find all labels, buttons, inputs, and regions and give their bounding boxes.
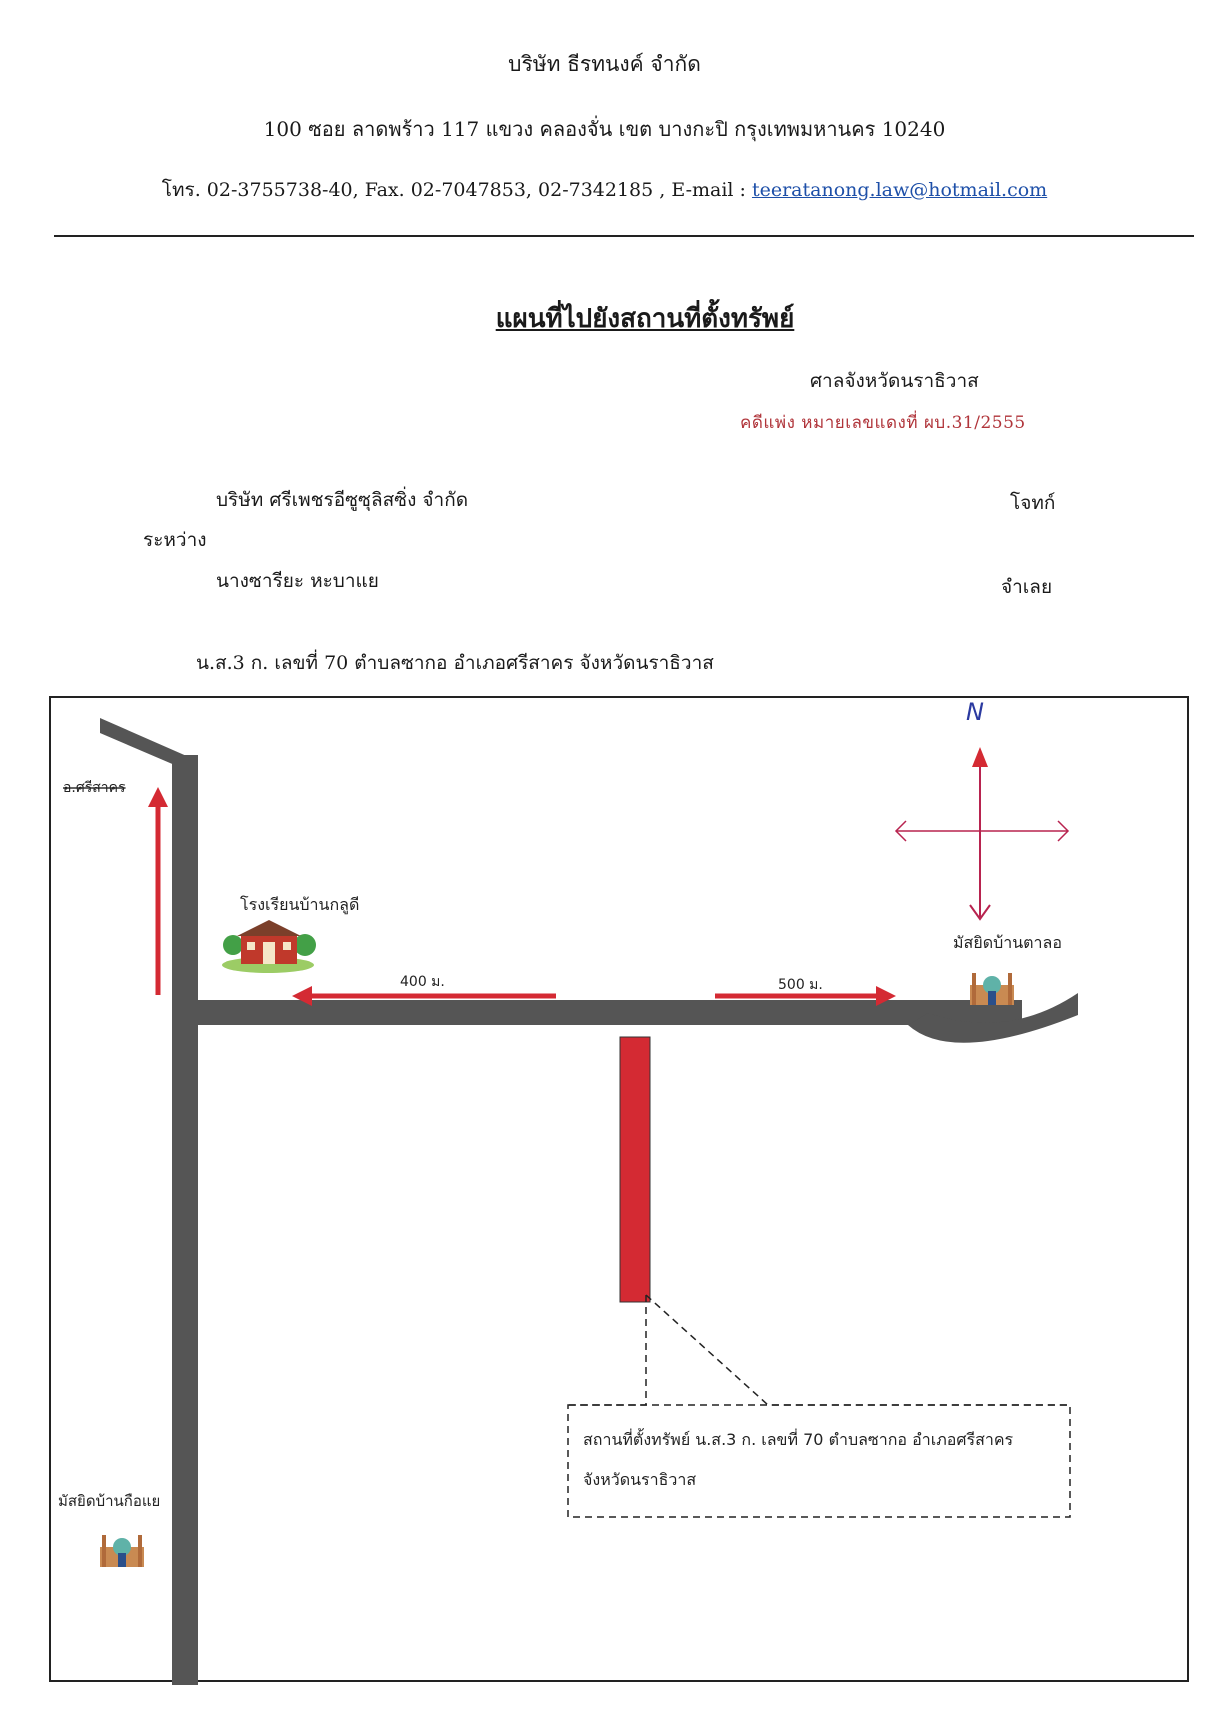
mosque-icon-bottom [100, 1535, 144, 1567]
location-map: 400 ม. 500 ม. N อ.ศรีสาคร โรงเรียนบ้านกล… [49, 696, 1189, 1685]
distance-500: 500 ม. [778, 977, 823, 993]
defendant-role: จำเลย [1001, 576, 1053, 598]
compass-east-head [1057, 820, 1070, 842]
header-divider [54, 235, 1194, 237]
compass-north-label: N [966, 698, 984, 726]
plaintiff-role: โจทก์ [1010, 492, 1056, 514]
label-mosque-kueyae: มัสยิดบ้านกือแย [58, 1492, 160, 1510]
arrow-up-head [148, 787, 168, 807]
contact-text: โทร. 02-3755738-40, Fax. 02-7047853, 02-… [161, 179, 752, 201]
court-name: ศาลจังหวัดนราธิวาส [810, 370, 979, 392]
defendant-name: นางซารียะ หะบาแย [216, 570, 379, 592]
label-srisakhon: อ.ศรีสาคร [63, 780, 126, 796]
email-link[interactable]: teeratanong.law@hotmail.com [751, 179, 1048, 201]
compass-west-head [894, 820, 907, 842]
arrow-right-head [876, 986, 896, 1006]
distance-400: 400 ม. [400, 974, 445, 990]
mosque-icon-right [970, 973, 1014, 1005]
plaintiff-name: บริษัท ศรีเพชรอีซูซุลิสซิ่ง จำกัด [216, 489, 469, 511]
property-callout-line1: สถานที่ตั้งทรัพย์ น.ส.3 ก. เลขที่ 70 ตำบ… [583, 1428, 1014, 1449]
road-vertical [172, 755, 198, 1685]
property-callout-line2: จังหวัดนราธิวาส [583, 1470, 696, 1489]
property-parcel [619, 1036, 651, 1303]
company-address: 100 ซอย ลาดพร้าว 117 แขวง คลองจั่น เขต บ… [263, 117, 946, 141]
arrow-left-head [292, 986, 312, 1006]
label-school: โรงเรียนบ้านกลูดี [240, 895, 359, 915]
document-title: แผนที่ไปยังสถานที่ตั้งทรัพย์ [495, 304, 795, 334]
leader-line-left [568, 1295, 647, 1406]
compass-south-head [969, 904, 991, 921]
leader-line-right [645, 1294, 1070, 1406]
case-number: คดีแพ่ง หมายเลขแดงที่ ผบ.31/2555 [740, 413, 1026, 433]
between-label: ระหว่าง [143, 529, 207, 551]
compass-north-head [972, 747, 988, 767]
company-name: บริษัท ธีรทนงค์ จำกัด [508, 52, 701, 76]
school-icon [222, 920, 316, 973]
company-contact: โทร. 02-3755738-40, Fax. 02-7047853, 02-… [0, 175, 1209, 205]
label-mosque-taloh: มัสยิดบ้านตาลอ [953, 933, 1062, 952]
deed-description: น.ส.3 ก. เลขที่ 70 ตำบลซากอ อำเภอศรีสาคร… [196, 652, 714, 674]
property-callout-box [567, 1404, 1071, 1518]
road-horizontal [172, 1000, 1022, 1025]
map-border [49, 696, 1189, 1682]
road-curve [908, 993, 1078, 1043]
